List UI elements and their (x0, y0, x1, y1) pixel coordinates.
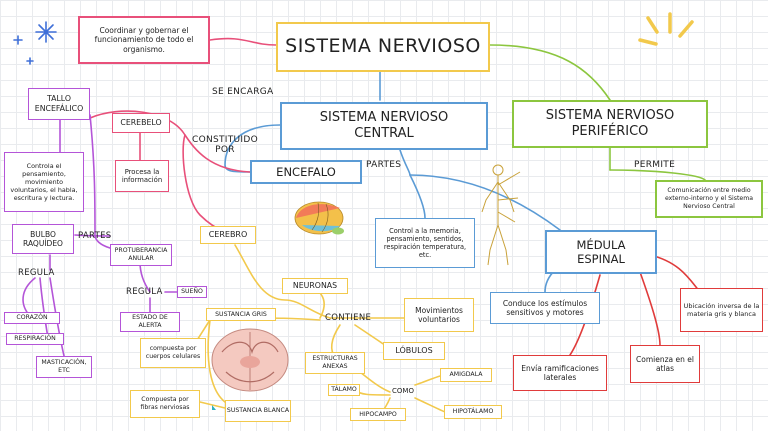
respiracion-node: RESPIRACIÓN (6, 333, 64, 345)
hipotalamo-node: HIPOTÁLAMO (444, 405, 502, 419)
estado-alerta-node: ESTADO DE ALERTA (120, 312, 180, 332)
respiracion-text: RESPIRACIÓN (14, 335, 56, 343)
periferico-node: SISTEMA NERVIOSO PERIFÉRICO (512, 100, 708, 148)
encefalo-text: ENCEFALO (276, 164, 336, 179)
compuesta-fibras-text: Compuesta por fibras nerviosas (140, 396, 190, 411)
ubicacion-node: Ubicación inversa de la materia gris y b… (680, 288, 763, 332)
movimientos-text: Movimientos voluntarios (415, 305, 463, 324)
sustancia-blanca-node: SUSTANCIA BLANCA (225, 400, 291, 422)
comunicacion-text: Comunicación entre medio externo-interno… (664, 187, 754, 210)
neuronas-text: NEURONAS (292, 281, 338, 291)
sueno-node: SUEÑO (177, 286, 207, 298)
hipotalamo-text: HIPOTÁLAMO (452, 408, 494, 416)
decorative-strokes (638, 12, 694, 46)
lobulos-text: LÓBULOS (395, 346, 433, 355)
sustancia-gris-node: SUSTANCIA GRIS (206, 308, 276, 321)
control-memoria-node: Control a la memoria, pensamiento, senti… (375, 218, 475, 268)
function-node: Coordinar y gobernar el funcionamiento d… (78, 16, 210, 64)
protuberancia-node: PROTUBERANCIA ANULAR (110, 244, 172, 266)
cerebelo-node: CEREBELO (112, 113, 170, 133)
conduce-node: Conduce los estímulos sensitivos y motor… (490, 292, 600, 324)
decorative-sparkles (13, 21, 57, 65)
amigdala-node: AMIGDALA (440, 368, 492, 382)
medula-node: MÉDULA ESPINAL (545, 230, 657, 274)
corazon-text: CORAZÓN (16, 314, 48, 322)
comunicacion-node: Comunicación entre medio externo-interno… (655, 180, 763, 218)
hipocampo-node: HIPOCAMPO (350, 408, 406, 421)
compuesta-cuerpos-text: compuesta por cuerpos celulares (145, 345, 201, 360)
estructuras-node: ESTRUCTURAS ANEXAS (305, 352, 365, 374)
como-text: COMO (392, 386, 414, 395)
control-memoria-text: Control a la memoria, pensamiento, senti… (383, 226, 467, 260)
label-partes-tallo: PARTES (78, 231, 112, 241)
label-contiene: CONTIENE (325, 313, 372, 323)
label-constituido-text: CONSTITUIDO POR (191, 135, 259, 155)
envia-node: Envía ramificaciones laterales (513, 355, 607, 391)
comienza-text: Comienza en el atlas (636, 354, 694, 373)
conduce-text: Conduce los estímulos sensitivos y motor… (502, 298, 588, 317)
compuesta-fibras-node: Compuesta por fibras nerviosas (130, 390, 200, 418)
como-node: COMO (390, 385, 416, 397)
talamo-node: TÁLAMO (328, 384, 360, 396)
procesa-node: Procesa la información (115, 160, 169, 192)
lobulos-node: LÓBULOS (383, 342, 445, 360)
function-text: Coordinar y gobernar el funcionamiento d… (94, 25, 194, 54)
sustancia-blanca-text: SUSTANCIA BLANCA (226, 407, 290, 415)
label-partes-central: PARTES (366, 160, 402, 170)
comienza-node: Comienza en el atlas (630, 345, 700, 383)
masticacion-node: MASTICACIÓN, ETC (36, 356, 92, 378)
tallo-desc-text: Controla el pensamiento, movimiento volu… (10, 162, 78, 202)
label-regula-protuberancia: REGULA (126, 287, 163, 297)
cerebro-node: CEREBRO (200, 226, 256, 244)
procesa-text: Procesa la información (121, 167, 163, 184)
movimientos-node: Movimientos voluntarios (404, 298, 474, 332)
bulbo-text: BULBO RAQUÍDEO (23, 229, 63, 248)
label-permite: PERMITE (634, 160, 676, 170)
ubicacion-text: Ubicación inversa de la materia gris y b… (683, 301, 760, 318)
label-regula-bulbo: REGULA (18, 268, 55, 278)
corazon-node: CORAZÓN (4, 312, 60, 324)
cerebelo-text: CEREBELO (120, 118, 162, 128)
protuberancia-text: PROTUBERANCIA ANULAR (114, 247, 168, 262)
brain-cross-section (211, 328, 289, 410)
hipocampo-text: HIPOCAMPO (359, 410, 397, 418)
tallo-desc-node: Controla el pensamiento, movimiento volu… (4, 152, 84, 212)
envia-text: Envía ramificaciones laterales (521, 363, 599, 382)
neuronas-node: NEURONAS (282, 278, 348, 294)
brain-illustration (294, 201, 344, 235)
amigdala-text: AMIGDALA (449, 371, 483, 379)
estado-alerta-text: ESTADO DE ALERTA (132, 314, 168, 329)
tallo-node: TALLO ENCEFÁLICO (28, 88, 90, 120)
title-node: SISTEMA NERVIOSO (276, 22, 490, 72)
central-text: SISTEMA NERVIOSO CENTRAL (319, 109, 449, 141)
talamo-text: TÁLAMO (331, 386, 357, 394)
label-se-encarga: SE ENCARGA (212, 87, 274, 97)
bulbo-node: BULBO RAQUÍDEO (12, 224, 74, 254)
title-text: SISTEMA NERVIOSO (285, 35, 481, 58)
estructuras-text: ESTRUCTURAS ANEXAS (312, 355, 358, 370)
nervous-system-figure (481, 164, 521, 266)
sustancia-gris-text: SUSTANCIA GRIS (215, 310, 267, 318)
sueno-text: SUEÑO (181, 288, 203, 296)
compuesta-cuerpos-node: compuesta por cuerpos celulares (140, 338, 206, 368)
encefalo-node: ENCEFALO (250, 160, 362, 184)
medula-text: MÉDULA ESPINAL (576, 237, 626, 266)
label-constituido-por: CONSTITUIDO POR (190, 135, 260, 155)
masticacion-text: MASTICACIÓN, ETC (41, 359, 87, 374)
tallo-text: TALLO ENCEFÁLICO (34, 94, 84, 113)
periferico-text: SISTEMA NERVIOSO PERIFÉRICO (545, 107, 675, 139)
central-node: SISTEMA NERVIOSO CENTRAL (280, 102, 488, 150)
cerebro-text: CEREBRO (208, 230, 248, 239)
